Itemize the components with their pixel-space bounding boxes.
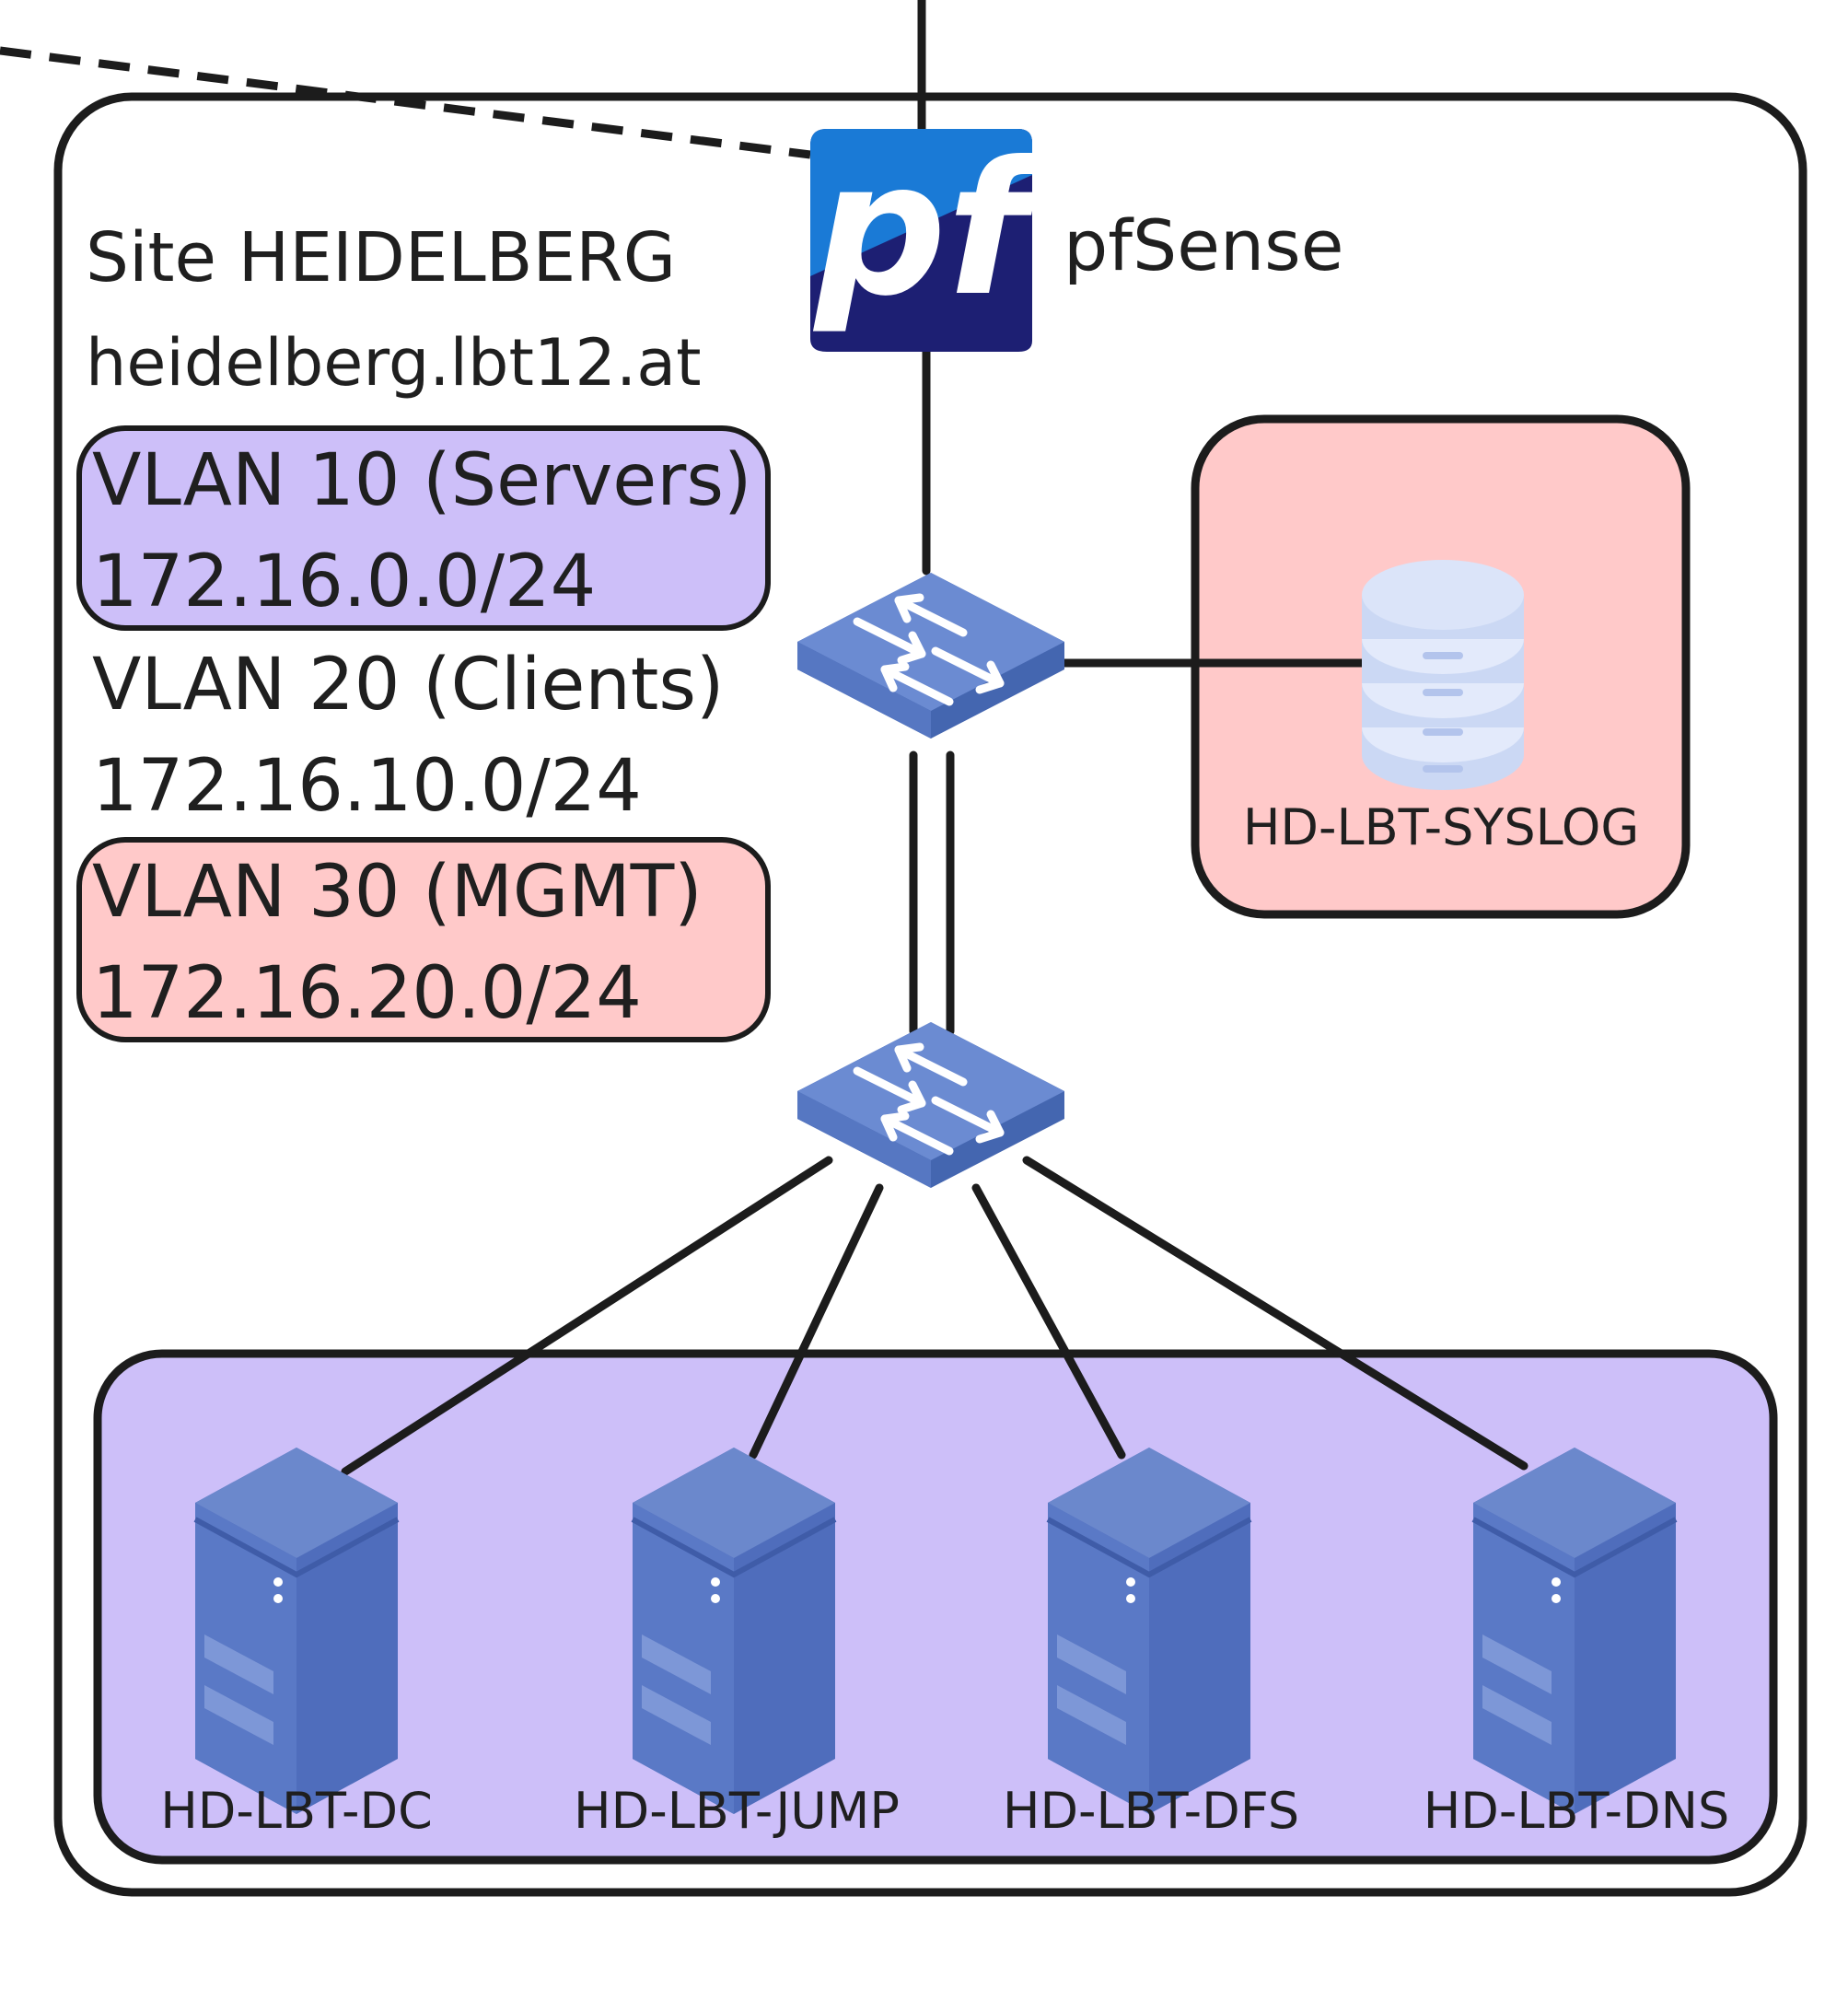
syslog-label: HD-LBT-SYSLOG (1243, 798, 1639, 856)
site-domain: heidelberg.lbt12.at (86, 325, 702, 401)
vpn-tunnel-line (0, 46, 811, 159)
vlan-30-box (76, 837, 771, 1042)
vlan-30-subnet: 172.16.20.0/24 (92, 952, 642, 1035)
core-switch-icon[interactable] (797, 573, 1064, 739)
pfsense-logo-icon[interactable]: pf (810, 122, 1047, 352)
server-jump-icon[interactable] (633, 1448, 835, 1814)
vlan-10-name: VLAN 10 (Servers) (92, 439, 751, 522)
pfsense-logo-text: pf (813, 122, 1047, 337)
server-label-dns: HD-LBT-DNS (1424, 1782, 1730, 1840)
link-access-jump (749, 1183, 884, 1460)
vlan-20-subnet: 172.16.10.0/24 (92, 745, 642, 828)
vlan-20-name: VLAN 20 (Clients) (92, 644, 724, 727)
vlan-10-subnet: 172.16.0.0/24 (92, 541, 596, 623)
link-access-dc (341, 1156, 833, 1476)
server-label-jump: HD-LBT-JUMP (574, 1782, 900, 1840)
server-dfs-icon[interactable] (1048, 1448, 1250, 1814)
database-icon[interactable] (1362, 560, 1524, 790)
link-access-dns (1022, 1156, 1528, 1471)
site-frame (53, 92, 1807, 1897)
site-title: Site HEIDELBERG (86, 218, 676, 297)
server-dc-icon[interactable] (195, 1448, 398, 1814)
server-label-dc: HD-LBT-DC (160, 1782, 433, 1840)
server-label-dfs: HD-LBT-DFS (1003, 1782, 1299, 1840)
servers-zone (93, 1349, 1778, 1865)
firewall-label: pfSense (1063, 204, 1344, 286)
vlan-10-box (76, 425, 771, 631)
vlan-30-name: VLAN 30 (MGMT) (92, 851, 703, 934)
link-access-dfs (971, 1183, 1126, 1460)
server-dns-icon[interactable] (1473, 1448, 1676, 1814)
